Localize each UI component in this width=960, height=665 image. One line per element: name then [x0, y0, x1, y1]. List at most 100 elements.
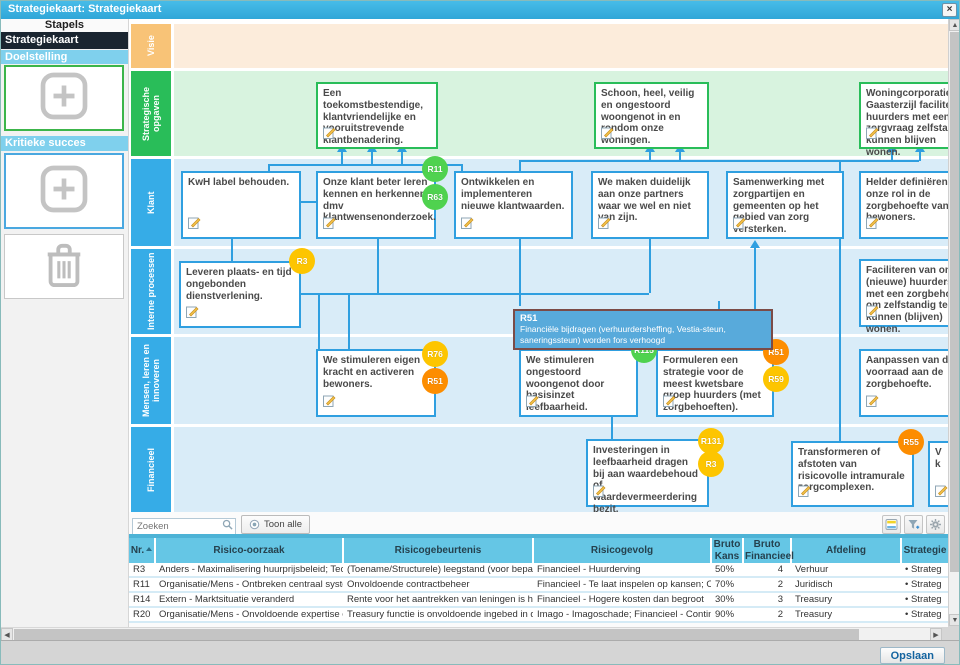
risk-cell: R3 — [129, 563, 155, 578]
strategy-card-text: We stimuleren eigen kracht en activeren … — [323, 355, 421, 390]
column-header-risico-oorzaak[interactable]: Risico-oorzaak — [154, 534, 343, 563]
risk-badge-R11[interactable]: R11 — [422, 156, 448, 182]
vertical-scrollbar[interactable]: ▲ ▼ — [948, 19, 959, 626]
note-edit-icon[interactable] — [593, 484, 606, 502]
column-header-label: Risicogebeurtenis — [394, 544, 482, 556]
note-edit-icon[interactable] — [866, 126, 879, 144]
note-edit-icon[interactable] — [598, 216, 611, 234]
connector-line — [318, 293, 320, 349]
risk-cell: 30% — [711, 592, 743, 608]
settings-gear-button[interactable] — [926, 515, 945, 534]
connector-line — [301, 201, 316, 203]
strategy-card[interactable]: Samenwerking met zorgpartijen en gemeent… — [726, 171, 844, 239]
scroll-up-icon[interactable]: ▲ — [949, 19, 959, 31]
strategy-card-text: Een toekomstbestendige, klantvriendelijk… — [323, 88, 424, 147]
risk-badge-R131[interactable]: R131 — [698, 428, 724, 454]
strategy-card[interactable]: Formuleren een strategie voor de meest k… — [656, 349, 774, 417]
risk-cell: 50% — [711, 563, 743, 578]
strategy-card[interactable]: Ontwikkelen en implementeren nieuwe klan… — [454, 171, 573, 239]
connector-line — [348, 293, 350, 349]
strategy-card-text: We stimuleren ongestoord woongenot door … — [526, 355, 605, 414]
strategy-card[interactable]: Schoon, heel, veilig en ongestoord woong… — [594, 82, 709, 149]
strategy-card[interactable]: We stimuleren ongestoord woongenot door … — [519, 349, 638, 417]
note-edit-icon[interactable] — [461, 216, 474, 234]
strategy-card[interactable]: Faciliteren van onze (nieuwe) huurders m… — [859, 259, 948, 335]
risk-cell: 70% — [711, 577, 743, 593]
column-header-strategie[interactable]: Strategie — [900, 534, 948, 563]
risk-badge-R76[interactable]: R76 — [422, 341, 448, 367]
column-header-risicogebeurtenis[interactable]: Risicogebeurtenis — [342, 534, 533, 563]
note-edit-icon[interactable] — [323, 394, 336, 412]
gear-icon — [930, 519, 941, 530]
risk-badge-R59[interactable]: R59 — [763, 366, 789, 392]
risk-cell: R11 — [129, 577, 155, 593]
note-edit-icon[interactable] — [733, 216, 746, 234]
sidebar-item-doelstelling[interactable]: Doelstelling — [1, 50, 128, 64]
strategy-card[interactable]: We stimuleren eigen kracht en activeren … — [316, 349, 436, 417]
add-csf-button[interactable] — [4, 153, 124, 229]
note-edit-icon[interactable] — [663, 394, 676, 412]
note-edit-icon[interactable] — [935, 484, 948, 502]
strategy-card[interactable]: Aanpassen van de voorraad aan de zorgbeh… — [859, 349, 948, 417]
risk-cell: • Strateg — [901, 607, 948, 623]
horizontal-scrollbar[interactable]: ◀ ▶ — [1, 627, 942, 641]
search-icon — [222, 519, 233, 530]
trash-dropzone[interactable] — [4, 234, 124, 299]
connector-line — [919, 149, 921, 161]
connector-line — [461, 164, 463, 172]
add-doelstelling-button[interactable] — [4, 65, 124, 131]
connector-line — [231, 239, 233, 261]
column-header-nr-[interactable]: Nr. — [129, 534, 155, 563]
search-input[interactable] — [132, 518, 236, 535]
strategy-card-text: Samenwerking met zorgpartijen en gemeent… — [733, 177, 825, 236]
sidebar-item-strategiekaart[interactable]: Strategiekaart — [1, 32, 128, 49]
column-header-afdeling[interactable]: Afdeling — [790, 534, 901, 563]
strategy-card[interactable]: Investeringen in leefbaarheid dragen bij… — [586, 439, 709, 512]
risk-cell: Financieel - Huurderving — [533, 563, 711, 578]
strategy-card[interactable]: Leveren plaats- en tijd ongebonden diens… — [179, 261, 301, 328]
note-edit-icon[interactable] — [186, 305, 199, 323]
export-colors-button[interactable] — [882, 515, 901, 534]
risk-badge-R63[interactable]: R63 — [422, 184, 448, 210]
note-edit-icon[interactable] — [798, 484, 811, 502]
vertical-scrollbar-thumb[interactable] — [950, 32, 959, 572]
risk-badge-R3[interactable]: R3 — [289, 248, 315, 274]
save-button[interactable]: Opslaan — [879, 647, 945, 664]
note-edit-icon[interactable] — [323, 216, 336, 234]
connector-line — [377, 239, 379, 293]
strategy-card-text: Formuleren een strategie voor de meest k… — [663, 355, 761, 414]
strategy-card[interactable]: Woningcorporatie Gaasterzijl faciliteert… — [859, 82, 948, 158]
strategy-card[interactable]: We maken duidelijk aan onze partners waa… — [591, 171, 709, 239]
column-header-bruto-kans[interactable]: Bruto Kans — [710, 534, 743, 563]
close-icon[interactable]: × — [942, 3, 957, 17]
strategy-card[interactable]: Transformeren of afstoten van risicovoll… — [791, 441, 914, 507]
note-edit-icon[interactable] — [601, 126, 614, 144]
scroll-down-icon[interactable]: ▼ — [949, 614, 959, 626]
risk-badge-R51[interactable]: R51 — [422, 368, 448, 394]
risk-badge-R55[interactable]: R55 — [898, 429, 924, 455]
note-edit-icon[interactable] — [866, 304, 879, 322]
add-filter-button[interactable] — [904, 515, 923, 534]
strategy-card[interactable]: V k — [928, 441, 948, 507]
strategy-card[interactable]: KwH label behouden. — [181, 171, 301, 239]
strategy-card[interactable]: Helder definiëren onze rol in de zorgbeh… — [859, 171, 948, 239]
note-edit-icon[interactable] — [526, 394, 539, 412]
note-edit-icon[interactable] — [188, 216, 201, 234]
column-header-bruto-financieel[interactable]: Bruto Financieel — [742, 534, 794, 563]
risk-badge-R3[interactable]: R3 — [698, 451, 724, 477]
lane-label-3: Interne processen — [131, 249, 171, 334]
note-edit-icon[interactable] — [866, 216, 879, 234]
show-all-button[interactable]: Toon alle — [241, 515, 311, 534]
column-header-risicogevolg[interactable]: Risicogevolg — [532, 534, 711, 563]
strategy-card[interactable]: Een toekomstbestendige, klantvriendelijk… — [316, 82, 438, 149]
strategy-card[interactable]: Onze klant beter leren kennen en herkenn… — [316, 171, 436, 239]
note-edit-icon[interactable] — [323, 126, 336, 144]
strategy-map-canvas: R51 Financiële bijdragen (verhuurdershef… — [129, 19, 948, 512]
risk-cell: • Strateg — [901, 563, 948, 578]
note-edit-icon[interactable] — [866, 394, 879, 412]
horizontal-scrollbar-thumb[interactable] — [14, 629, 859, 640]
